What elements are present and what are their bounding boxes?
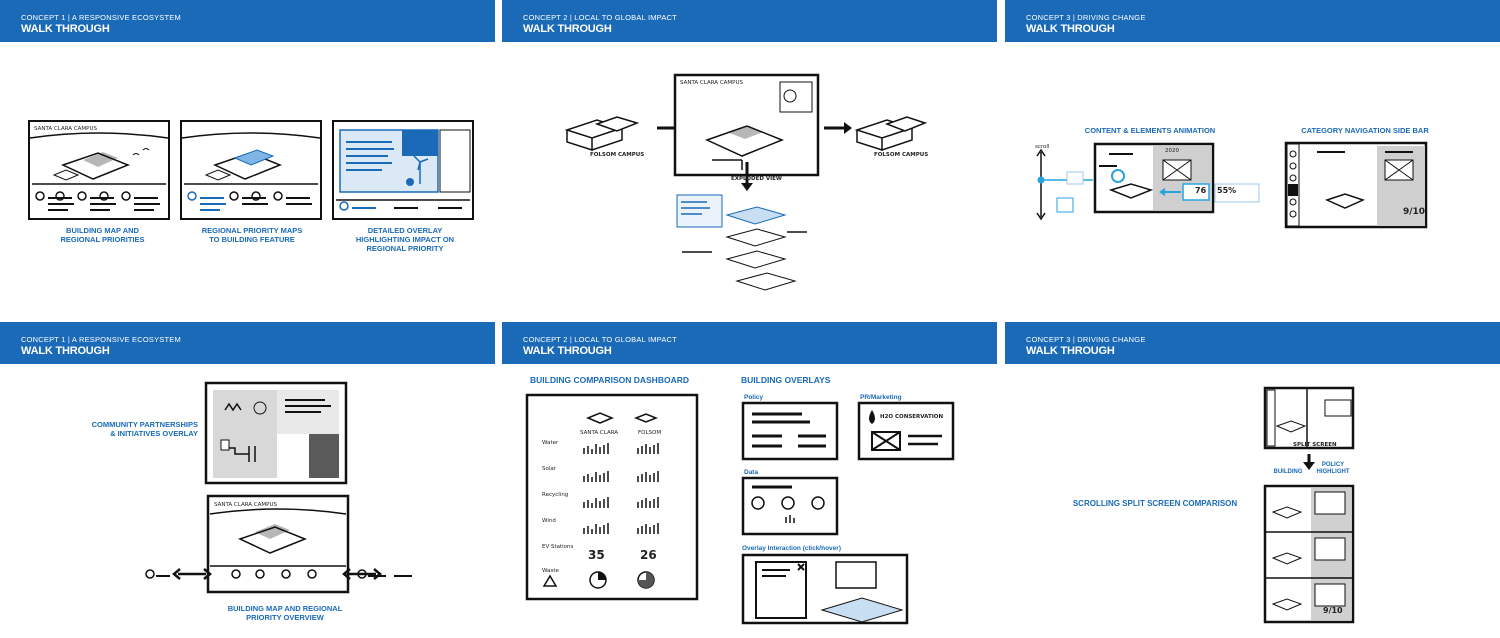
split-score-label: 9/10 — [1323, 606, 1343, 615]
overlays-heading: BUILDING OVERLAYS — [741, 375, 831, 385]
scroll-label: scroll — [1035, 144, 1050, 150]
building-map-sketch-2 — [180, 120, 322, 220]
ev-value-folsom: 26 — [640, 548, 657, 562]
panel-concept3-top: CONCEPT 3 | DRIVING CHANGE WALK THROUGH … — [1005, 0, 1500, 318]
split-screen-sketch — [1263, 386, 1355, 624]
community-overlay-sketch — [204, 381, 348, 485]
exploded-view-sketch — [564, 73, 928, 291]
panel-concept3-bottom: CONCEPT 3 | DRIVING CHANGE WALK THROUGH … — [1005, 322, 1500, 638]
dashboard-col-santa-clara: SANTA CLARA — [580, 430, 619, 436]
caption-priority-maps: REGIONAL PRIORITY MAPS TO BUILDING FEATU… — [201, 226, 303, 244]
dashboard-col-folsom: FOLSOM — [638, 430, 662, 436]
animation-sketch — [1036, 142, 1260, 221]
interaction-sketch — [741, 553, 909, 625]
panel-kicker: CONCEPT 1 | A RESPONSIVE ECOSYSTEM — [21, 13, 181, 22]
panel-kicker: CONCEPT 3 | DRIVING CHANGE — [1026, 13, 1146, 22]
dashboard-frame — [525, 393, 699, 601]
row-label-waste: Waste — [542, 568, 559, 574]
panel-title: WALK THROUGH — [1026, 23, 1115, 35]
row-label-solar: Solar — [542, 466, 557, 472]
pct-label-1: 76 — [1195, 186, 1207, 195]
building-map-sketch-3 — [332, 120, 474, 220]
caption-detailed-overlay: DETAILED OVERLAY HIGHLIGHTING IMPACT ON … — [355, 226, 455, 253]
panel-kicker: CONCEPT 2 | LOCAL TO GLOBAL IMPACT — [523, 335, 677, 344]
campus-label: SANTA CLARA CAMPUS — [680, 80, 743, 86]
panel-title: WALK THROUGH — [21, 345, 110, 357]
panel-kicker: CONCEPT 1 | A RESPONSIVE ECOSYSTEM — [21, 335, 181, 344]
folsom-left-label: FOLSOM CAMPUS — [590, 152, 645, 158]
panel-concept1-top: CONCEPT 1 | A RESPONSIVE ECOSYSTEM WALK … — [0, 0, 495, 318]
panel-concept2-top: CONCEPT 2 | LOCAL TO GLOBAL IMPACT WALK … — [502, 0, 997, 318]
panel-title: WALK THROUGH — [523, 345, 612, 357]
overview-map-sketch — [145, 494, 412, 594]
dashboard-heading: BUILDING COMPARISON DASHBOARD — [530, 375, 689, 385]
campus-label: SANTA CLARA CAMPUS — [34, 126, 97, 132]
sidebar-sketch — [1284, 141, 1428, 229]
building-column-label: BUILDING — [1273, 469, 1303, 475]
panel-kicker: CONCEPT 2 | LOCAL TO GLOBAL IMPACT — [523, 13, 677, 22]
interaction-label: Overlay Interaction (click/hover) — [742, 545, 841, 552]
building-map-sketch-1 — [28, 120, 170, 220]
panel-concept2-bottom: CONCEPT 2 | LOCAL TO GLOBAL IMPACT WALK … — [502, 322, 997, 638]
panel-title: WALK THROUGH — [21, 23, 110, 35]
exploded-view-label: EXPLODED VIEW — [731, 176, 782, 182]
panel-kicker: CONCEPT 3 | DRIVING CHANGE — [1026, 335, 1146, 344]
pct-label-2: 55% — [1217, 186, 1237, 195]
animation-heading: CONTENT & ELEMENTS ANIMATION — [1084, 126, 1216, 135]
policy-highlight-label: POLICY HIGHLIGHT — [1316, 462, 1350, 475]
panel-header: CONCEPT 2 | LOCAL TO GLOBAL IMPACT WALK … — [502, 0, 997, 42]
folsom-right-label: FOLSOM CAMPUS — [874, 152, 929, 158]
panel-concept1-bottom: CONCEPT 1 | A RESPONSIVE ECOSYSTEM WALK … — [0, 322, 495, 638]
panel-title: WALK THROUGH — [523, 23, 612, 35]
panel-header: CONCEPT 1 | A RESPONSIVE ECOSYSTEM WALK … — [0, 0, 495, 42]
split-screen-label: SPLIT SCREEN — [1293, 442, 1337, 448]
panel-header: CONCEPT 3 | DRIVING CHANGE WALK THROUGH — [1005, 322, 1500, 364]
row-label-water: Water — [542, 440, 559, 446]
panel-header: CONCEPT 2 | LOCAL TO GLOBAL IMPACT WALK … — [502, 322, 997, 364]
score-label: 9/10 — [1403, 207, 1426, 217]
year-label: 2020 — [1165, 148, 1179, 154]
campus-label: SANTA CLARA CAMPUS — [214, 502, 277, 508]
sidebar-heading: CATEGORY NAVIGATION SIDE BAR — [1301, 126, 1429, 135]
row-label-recycling: Recycling — [542, 492, 569, 498]
panel-header: CONCEPT 1 | A RESPONSIVE ECOSYSTEM WALK … — [0, 322, 495, 364]
overview-caption: BUILDING MAP AND REGIONAL PRIORITY OVERV… — [227, 604, 343, 622]
data-label: Data — [744, 469, 759, 476]
panel-header: CONCEPT 3 | DRIVING CHANGE WALK THROUGH — [1005, 0, 1500, 42]
data-overlay-sketch — [741, 476, 839, 536]
panel-title: WALK THROUGH — [1026, 345, 1115, 357]
community-overlay-label: COMMUNITY PARTNERSHIPS & INITIATIVES OVE… — [91, 420, 198, 438]
pr-label: PR/Marketing — [860, 394, 902, 401]
ev-value-santa-clara: 35 — [588, 548, 605, 562]
policy-overlay-sketch — [741, 401, 839, 461]
policy-label: Policy — [744, 394, 764, 401]
row-label-ev: EV Stations — [542, 544, 574, 550]
pr-overlay-sketch — [857, 401, 955, 461]
h2o-label: H2O CONSERVATION — [880, 414, 944, 420]
caption-building-map: BUILDING MAP AND REGIONAL PRIORITIES — [60, 226, 145, 244]
row-label-wind: Wind — [542, 518, 556, 524]
scroll-split-heading: SCROLLING SPLIT SCREEN COMPARISON — [1072, 499, 1238, 508]
